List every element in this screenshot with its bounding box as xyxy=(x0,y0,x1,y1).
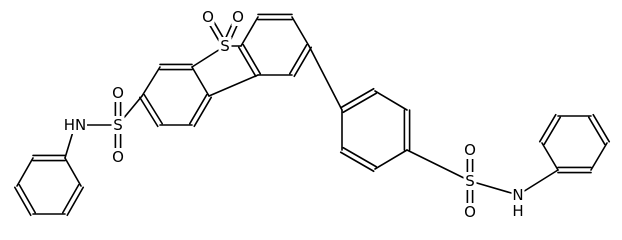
single-bond xyxy=(240,16,259,47)
atom-symbol: O xyxy=(464,141,476,159)
double-bond-line xyxy=(18,183,37,214)
double-bond-line xyxy=(342,146,378,168)
atom-label-background xyxy=(463,203,477,221)
single-bond xyxy=(291,16,310,47)
double-bond-line xyxy=(61,183,80,214)
atom-s: S xyxy=(218,37,232,55)
atom-label-background xyxy=(111,148,125,166)
double-bond-line xyxy=(587,116,606,146)
single-bond xyxy=(469,180,519,196)
single-bond xyxy=(16,157,34,187)
atom-label-background xyxy=(463,172,477,190)
atom-label-background xyxy=(201,8,215,26)
atom-s: S xyxy=(111,116,125,134)
atom-symbol: O xyxy=(112,148,124,166)
atom-label-background xyxy=(218,37,232,55)
atom-symbol: O xyxy=(232,8,244,26)
atom-s: S xyxy=(463,172,477,190)
double-bond-line xyxy=(193,96,213,128)
atom-symbol: S xyxy=(220,37,230,55)
atom-label-background xyxy=(111,116,125,134)
atom-o: O xyxy=(111,84,125,102)
single-bond xyxy=(208,74,259,97)
atom-label-background xyxy=(111,84,125,102)
atom-label-background xyxy=(511,186,525,204)
single-bond xyxy=(541,142,559,171)
atom-label-background xyxy=(463,141,477,159)
atom-hn: HN xyxy=(63,116,87,134)
atom-o: O xyxy=(111,148,125,166)
atom-symbol: O xyxy=(464,203,476,221)
double-bond-line xyxy=(288,43,308,75)
double-bond-line xyxy=(66,186,85,217)
double-bond-line xyxy=(342,92,378,114)
double-bond-line xyxy=(293,46,313,78)
double-bond-line xyxy=(138,96,159,128)
atom-o: O xyxy=(201,8,215,26)
single-bond xyxy=(406,149,471,182)
double-bond-line xyxy=(339,151,375,173)
atom-o: O xyxy=(231,8,245,26)
atom-symbol: O xyxy=(112,84,124,102)
atom-symbol: S xyxy=(113,116,123,134)
double-bond-line xyxy=(188,93,208,125)
double-bond-line xyxy=(13,186,32,217)
double-bond-line xyxy=(592,113,611,143)
atom-symbol: O xyxy=(202,8,214,26)
hydrogen-label: H xyxy=(512,202,523,220)
double-bond-line xyxy=(242,43,262,75)
atom-symbol: N xyxy=(512,186,523,204)
atom-o: O xyxy=(463,203,477,221)
atom-label-background xyxy=(63,116,87,134)
double-bond-line xyxy=(538,113,557,143)
double-bond-line xyxy=(143,93,164,125)
single-bond xyxy=(141,66,161,97)
double-bond-line xyxy=(543,116,562,146)
single-bond xyxy=(64,157,82,187)
single-bond xyxy=(374,90,408,111)
atom-n: NH xyxy=(511,186,525,220)
single-bond xyxy=(590,142,608,171)
single-bond xyxy=(517,169,559,196)
single-bond xyxy=(308,45,343,111)
atom-symbol: S xyxy=(465,172,475,190)
single-bond xyxy=(374,149,408,170)
double-bond-line xyxy=(237,46,257,78)
atom-o: O xyxy=(463,141,477,159)
atom-symbol: HN xyxy=(64,116,87,134)
double-bond-line xyxy=(339,87,375,109)
atom-label-background xyxy=(512,204,524,220)
atom-label-background xyxy=(231,8,245,26)
single-bond xyxy=(191,66,210,97)
